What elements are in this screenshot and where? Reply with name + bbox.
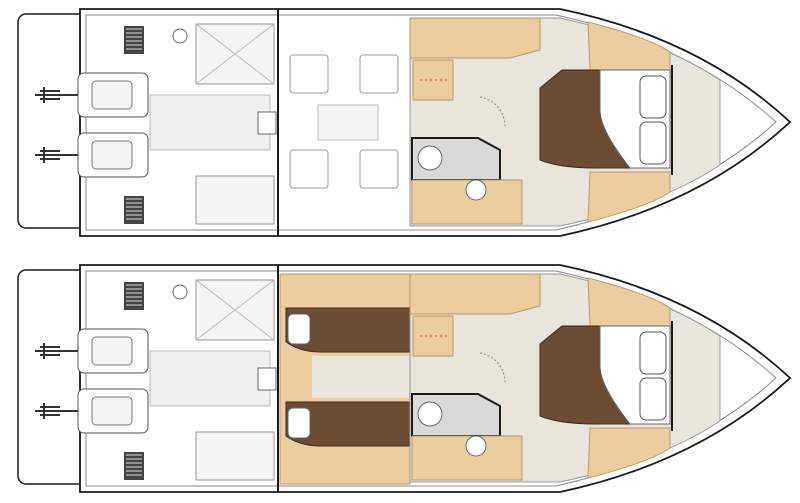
door-swing bbox=[479, 352, 506, 385]
salon-table bbox=[317, 104, 379, 141]
salon-seat bbox=[359, 54, 399, 94]
propeller bbox=[35, 147, 78, 163]
helm-seat bbox=[257, 367, 277, 391]
helm-seat bbox=[257, 111, 277, 135]
sunpad-locker-bottom bbox=[195, 431, 275, 481]
locker-port bbox=[587, 21, 671, 71]
boat-plan-layout-2 bbox=[17, 264, 792, 493]
sink bbox=[465, 179, 487, 201]
locker-starboard bbox=[587, 427, 671, 479]
vent-grille bbox=[124, 282, 144, 310]
cockpit-floor bbox=[149, 350, 271, 407]
engine-cowl bbox=[91, 80, 133, 110]
vent-grille bbox=[124, 196, 144, 224]
companionway-steps bbox=[412, 59, 454, 101]
locker-port bbox=[587, 277, 671, 327]
sunpad-locker-bottom bbox=[195, 175, 275, 225]
boat-plan-layout-1 bbox=[17, 8, 792, 237]
propeller bbox=[35, 343, 78, 359]
aft-bed-top bbox=[285, 307, 411, 353]
aft-bed-bottom bbox=[285, 401, 411, 447]
locker-starboard bbox=[587, 171, 671, 223]
hatch-round bbox=[172, 28, 188, 44]
pillow bbox=[287, 313, 311, 345]
locker-cross bbox=[195, 279, 275, 341]
sink bbox=[465, 435, 487, 457]
pillow bbox=[639, 121, 667, 165]
engine-cowl bbox=[91, 336, 133, 366]
galley-counter bbox=[409, 273, 541, 315]
door-swing bbox=[479, 96, 506, 129]
cockpit-floor bbox=[149, 94, 271, 151]
locker-cross bbox=[195, 23, 275, 85]
aft-corridor bbox=[312, 356, 410, 398]
toilet bbox=[417, 145, 443, 171]
galley-counter bbox=[409, 17, 541, 59]
vent-grille bbox=[124, 26, 144, 54]
pillow bbox=[639, 377, 667, 421]
pillow bbox=[639, 331, 667, 375]
toilet bbox=[417, 401, 443, 427]
salon-seat bbox=[289, 149, 329, 189]
hatch-round bbox=[172, 284, 188, 300]
vent-grille bbox=[124, 452, 144, 480]
salon-seat bbox=[289, 54, 329, 94]
pillow bbox=[287, 407, 311, 439]
propeller bbox=[35, 403, 78, 419]
propeller bbox=[35, 87, 78, 103]
engine-cowl bbox=[91, 396, 133, 426]
pillow bbox=[639, 75, 667, 119]
salon-seat bbox=[359, 149, 399, 189]
engine-cowl bbox=[91, 140, 133, 170]
companionway-steps bbox=[412, 315, 454, 357]
